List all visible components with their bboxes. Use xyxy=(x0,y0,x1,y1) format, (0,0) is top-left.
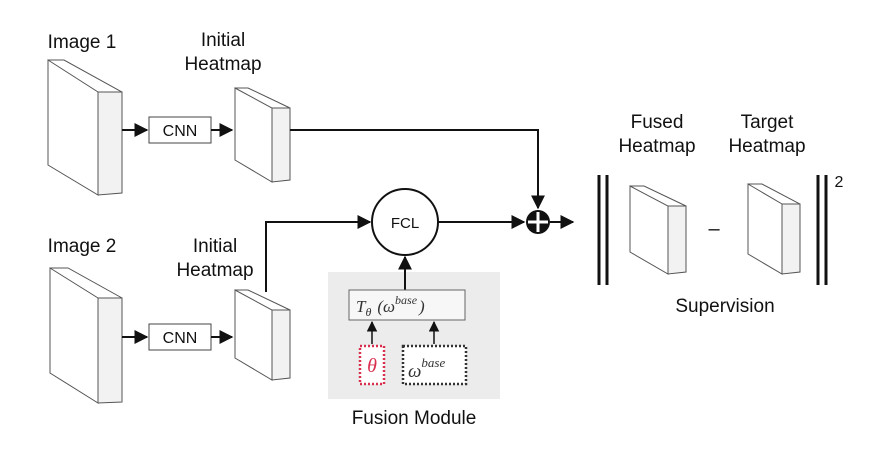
fusion-module-caption: Fusion Module xyxy=(351,408,477,429)
fused-heatmap-block xyxy=(629,185,687,275)
image-2-label: Image 2 xyxy=(47,236,117,257)
norm-right-bars xyxy=(816,175,828,285)
initial-heatmap-1-block xyxy=(234,87,291,183)
arrow-heatmap2-to-fcl xyxy=(265,215,372,292)
initial-heatmap-2-block xyxy=(234,289,291,381)
norm-exponent: 2 xyxy=(834,174,844,191)
initial-heatmap-2-label-line1: Initial xyxy=(192,236,238,257)
omega-base-box xyxy=(401,344,468,386)
image-1-label: Image 1 xyxy=(47,32,117,53)
norm-left-bars xyxy=(597,175,609,285)
fused-heatmap-label-line1: Fused xyxy=(630,112,684,133)
cnn-1-box xyxy=(148,116,212,144)
transform-box xyxy=(348,289,466,321)
cnn-1-label: CNN xyxy=(163,123,198,140)
omega-base-symbol: ωbase xyxy=(408,355,445,382)
initial-heatmap-2-label-line2: Heatmap xyxy=(176,260,254,281)
initial-heatmap-1-label-line2: Heatmap xyxy=(184,54,262,75)
arrow-heatmap1-to-sum xyxy=(290,129,545,210)
image-1-block xyxy=(47,59,123,196)
theta-parameter-box xyxy=(358,344,386,386)
theta-symbol: θ xyxy=(367,355,377,377)
image-2-block xyxy=(49,267,123,404)
fused-heatmap-label-line2: Heatmap xyxy=(618,136,696,157)
target-heatmap-label-line2: Heatmap xyxy=(728,136,806,157)
cnn-2-label: CNN xyxy=(163,330,198,347)
target-heatmap-block xyxy=(747,183,801,275)
fcl-label: FCL xyxy=(391,215,419,232)
target-heatmap-label-line1: Target xyxy=(740,112,794,133)
transform-expression: Tθ(ωbase) xyxy=(356,293,425,319)
initial-heatmap-1-label-line1: Initial xyxy=(200,30,246,51)
supervision-caption: Supervision xyxy=(675,296,775,317)
minus-sign: – xyxy=(708,218,720,240)
sum-node xyxy=(526,210,550,234)
